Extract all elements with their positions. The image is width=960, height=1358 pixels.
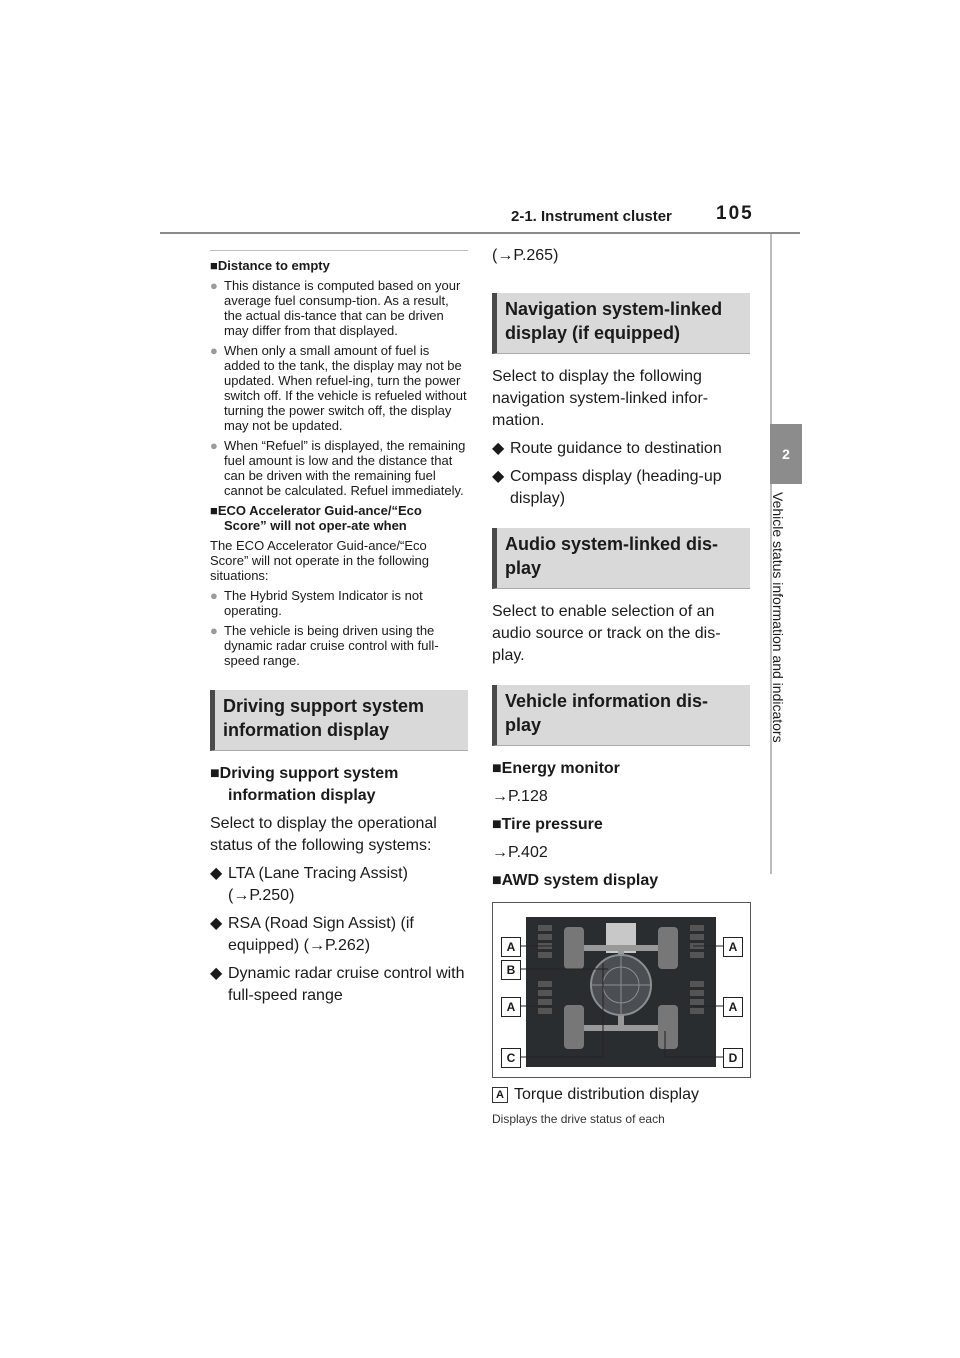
diamond-bullet-icon: ◆ — [210, 865, 223, 882]
chapter-title-vertical: Vehicle status information and indicator… — [770, 492, 796, 812]
heading-marker-icon: ■ — [210, 765, 220, 782]
list-item: ◆RSA (Road Sign Assist) (if equipped) (→… — [210, 915, 414, 954]
tire-ref: →P.402 — [492, 844, 548, 861]
right-column: (→P.265) Navigation system-linked displa… — [492, 245, 751, 1126]
bullet-icon: ● — [210, 343, 218, 358]
chapter-rule — [770, 234, 772, 874]
list-item: ◆Route guidance to destination — [492, 438, 750, 460]
awd-heading: ■AWD system display — [492, 872, 659, 889]
heading-marker-icon: ■ — [210, 503, 218, 518]
eco-heading: ■ECO Accelerator Guid-ance/“Eco Score” w… — [210, 503, 422, 533]
section-title-navigation: Navigation system-linked display (if equ… — [492, 293, 750, 354]
callout-a: A — [501, 937, 521, 957]
heading-marker-icon: ■ — [210, 258, 218, 273]
chapter-title: Vehicle status information and indicator… — [770, 492, 786, 743]
callout-c: C — [501, 1048, 521, 1068]
sub-heading: ■Driving support system information disp… — [210, 765, 399, 804]
list-item: ●When only a small amount of fuel is add… — [210, 343, 467, 433]
diamond-bullet-icon: ◆ — [492, 468, 505, 485]
awd-figure: A A B A A C D — [492, 902, 751, 1078]
list-item: ●When “Refuel” is displayed, the remaini… — [210, 438, 466, 498]
caption-text: Displays the drive status of each — [492, 1112, 665, 1126]
page-number: 105 — [716, 203, 754, 224]
heading-marker-icon: ■ — [492, 872, 502, 889]
nav-text: Select to display the following navigati… — [492, 368, 709, 429]
bullet-icon: ● — [210, 623, 218, 638]
energy-heading: ■Energy monitor — [492, 760, 620, 777]
distance-heading: ■Distance to empty — [210, 258, 330, 273]
section-title-vehicle-info: Vehicle information dis-play — [492, 685, 750, 746]
page-ref: (→P.265) — [492, 247, 559, 264]
header-rule — [160, 232, 800, 234]
heading-marker-icon: ■ — [492, 760, 502, 777]
callout-a: A — [501, 997, 521, 1017]
list-item: ◆Dynamic radar cruise control with full-… — [210, 965, 465, 1004]
list-item: ●This distance is computed based on your… — [210, 278, 461, 338]
section-title-audio: Audio system-linked dis-play — [492, 528, 750, 589]
list-item: ●The Hybrid System Indicator is not oper… — [210, 588, 423, 618]
callout-d: D — [723, 1048, 743, 1068]
diamond-bullet-icon: ◆ — [210, 915, 223, 932]
heading-marker-icon: ■ — [492, 816, 502, 833]
running-header-title: 2-1. Instrument cluster — [511, 208, 672, 225]
list-item: ●The vehicle is being driven using the d… — [210, 623, 439, 668]
diamond-bullet-icon: ◆ — [492, 440, 505, 457]
energy-ref: →P.128 — [492, 788, 548, 805]
left-column: ■Distance to empty ●This distance is com… — [210, 250, 468, 1013]
callout-a: A — [723, 937, 743, 957]
chapter-tab: 2 — [770, 424, 802, 484]
divider — [210, 250, 468, 251]
audio-text: Select to enable selection of an audio s… — [492, 603, 721, 664]
list-item: ◆Compass display (heading-up display) — [492, 468, 722, 507]
eco-text: The ECO Accelerator Guid-ance/“Eco Score… — [210, 538, 429, 583]
callout-a: A — [723, 997, 743, 1017]
intro-text: Select to display the operational status… — [210, 815, 437, 854]
caption-label: A — [492, 1086, 508, 1103]
diamond-bullet-icon: ◆ — [210, 965, 223, 982]
bullet-icon: ● — [210, 278, 218, 293]
callout-lines — [520, 945, 723, 1058]
bullet-icon: ● — [210, 438, 218, 453]
tire-heading: ■Tire pressure — [492, 816, 603, 833]
awd-screen-illustration — [526, 917, 716, 1067]
bullet-icon: ● — [210, 588, 218, 603]
section-title-driving-support: Driving support system information displ… — [210, 690, 468, 751]
awd-diagram-icon — [538, 923, 704, 1049]
callout-b: B — [501, 960, 521, 980]
list-item: ◆LTA (Lane Tracing Assist) (→P.250) — [210, 865, 408, 904]
